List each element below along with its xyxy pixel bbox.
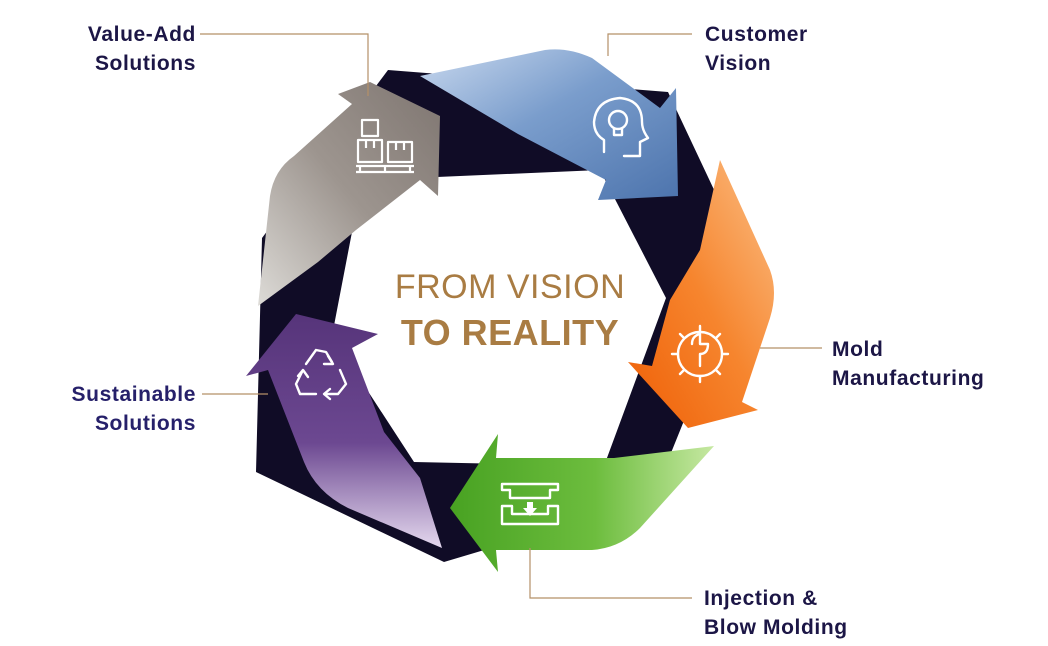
- center-title-line1: FROM VISION: [394, 268, 626, 306]
- label-injection-line1: Injection &: [704, 587, 818, 610]
- label-mold-manufacturing-line1: Mold: [832, 338, 884, 361]
- stage-arrow-mold-manufacturing: [628, 160, 774, 428]
- boxes-pallet-icon: [356, 118, 414, 174]
- mold-tray-icon: [500, 482, 560, 526]
- stage-arrow-value-add-solutions: [258, 82, 440, 306]
- leader-line-customer-vision: [607, 33, 692, 56]
- leader-line-value-add: [200, 33, 369, 96]
- recycle-icon: [294, 348, 348, 401]
- leader-lines: [200, 33, 822, 599]
- label-injection-blow-molding: Injection & Blow Molding: [704, 584, 848, 642]
- leader-line-injection: [529, 548, 692, 599]
- label-value-add-solutions: Value-Add Solutions: [88, 20, 196, 78]
- label-value-add-line2: Solutions: [94, 52, 196, 75]
- label-mold-manufacturing: Mold Manufacturing: [832, 335, 984, 393]
- label-customer-vision-line1: Customer: [705, 23, 808, 46]
- label-mold-manufacturing-line2: Manufacturing: [832, 367, 985, 390]
- label-sustainable-line1: Sustainable: [71, 383, 196, 406]
- label-value-add-line1: Value-Add: [87, 23, 196, 46]
- gear-wrench-icon: [670, 324, 730, 384]
- label-customer-vision: Customer Vision: [705, 20, 808, 78]
- label-injection-line2: Blow Molding: [704, 616, 848, 639]
- stage-arrow-customer-vision: [420, 49, 678, 200]
- label-sustainable-line2: Solutions: [94, 412, 196, 435]
- stage-arrow-injection-blow-molding: [450, 434, 714, 572]
- stage-arrow-sustainable-solutions: [246, 314, 442, 548]
- label-customer-vision-line2: Vision: [705, 52, 772, 75]
- center-title-line2: TO REALITY: [400, 312, 620, 353]
- label-sustainable-solutions: Sustainable Solutions: [72, 380, 196, 438]
- lightbulb-head-icon: [592, 96, 650, 158]
